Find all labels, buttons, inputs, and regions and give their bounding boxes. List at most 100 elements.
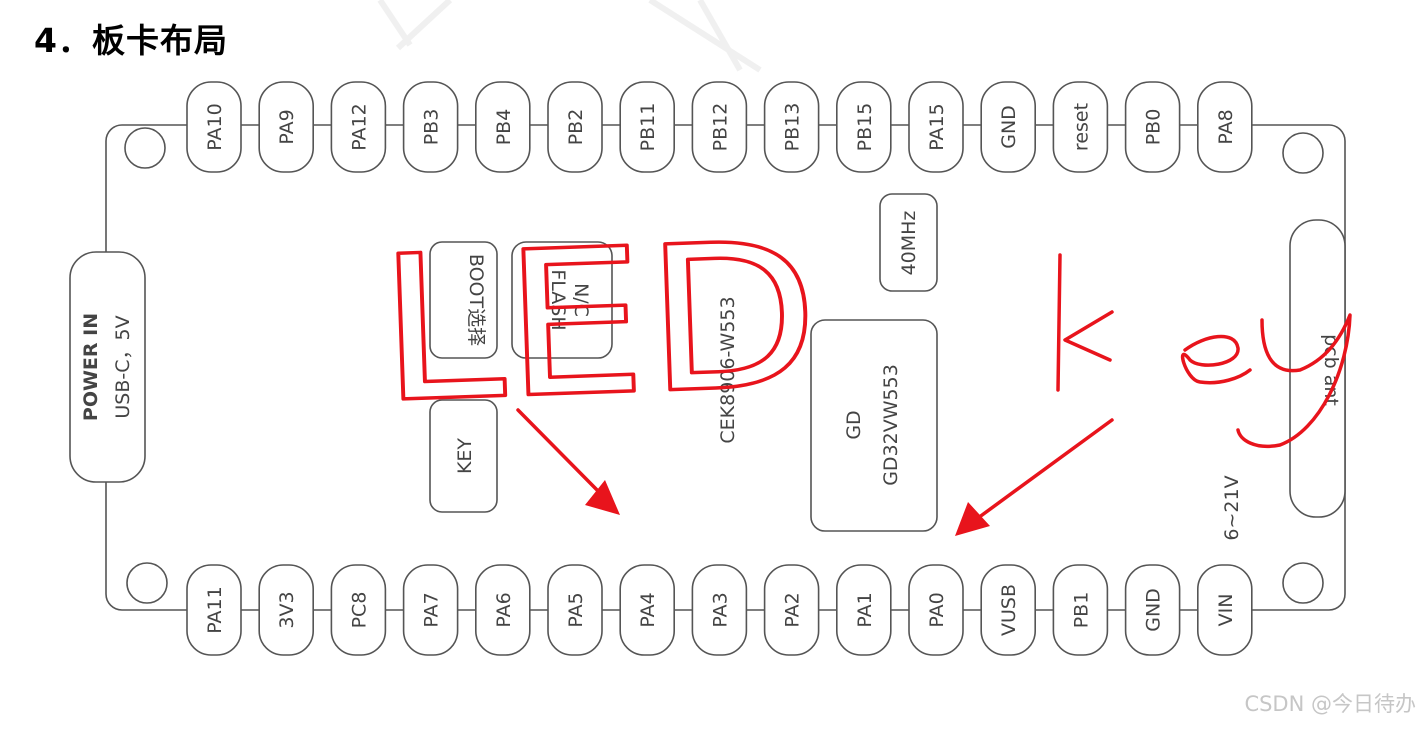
pin-label: PB0 (1143, 109, 1165, 146)
pin-gnd: GND (980, 81, 1037, 173)
pin-pad (547, 564, 603, 656)
pin-pa0: PA0 (908, 564, 964, 656)
pcb-antenna: pcb ant (1289, 219, 1346, 518)
pin-label: VIN (1215, 594, 1237, 627)
section-title: 4．板卡布局 (34, 21, 228, 60)
power-in-connector: POWER IN USB-C，5V (69, 251, 146, 483)
pin-pb11: PB11 (619, 81, 676, 173)
pin-pa1: PA1 (835, 564, 892, 656)
pin-label: PB13 (782, 103, 804, 152)
pin-label: PC8 (348, 592, 370, 629)
pin-pa2: PA2 (763, 564, 820, 656)
module-label: CEK8906-W553 (717, 296, 739, 443)
pin-label: PA3 (709, 592, 731, 627)
pin-pad (1124, 81, 1181, 173)
power-subtitle: USB-C，5V (112, 315, 134, 418)
pin-label: PA4 (637, 592, 659, 627)
pin-pad (763, 564, 820, 656)
pin-label: PA7 (421, 592, 443, 627)
pin-pad (186, 564, 242, 656)
pin-pb12: PB12 (691, 81, 748, 173)
pin-label: PA1 (854, 592, 876, 627)
pin-gnd: GND (1124, 564, 1181, 656)
pin-pb1: PB1 (1052, 564, 1109, 656)
pin-pad (258, 564, 315, 656)
key-label: KEY (454, 438, 476, 474)
pin-pa9: PA9 (258, 81, 315, 173)
pin-label: reset (1070, 103, 1092, 151)
pin-label: PB4 (493, 109, 515, 146)
power-title: POWER IN (80, 313, 102, 421)
pin-pad (1197, 564, 1253, 656)
pin-pad (619, 564, 676, 656)
mounting-hole (124, 127, 166, 169)
pin-vin: VIN (1197, 564, 1253, 656)
pin-pa15: PA15 (908, 81, 964, 173)
pin-pa5: PA5 (547, 564, 603, 656)
arrow-to-pa4 (516, 408, 620, 515)
key-button: KEY (429, 399, 498, 513)
pin-label: PA5 (565, 592, 587, 627)
pin-pa11: PA11 (186, 564, 242, 656)
pin-3v3: 3V3 (258, 564, 315, 656)
background-watermark (377, 0, 762, 73)
pin-pad (691, 81, 748, 173)
pin-pa12: PA12 (330, 81, 387, 173)
pin-pb15: PB15 (835, 81, 892, 173)
pin-pad (258, 81, 315, 173)
pin-label: PA10 (204, 103, 226, 150)
pin-pa3: PA3 (691, 564, 748, 656)
arrow-to-pa0 (955, 418, 1114, 536)
pin-pad (402, 81, 459, 173)
pin-label: PA8 (1215, 109, 1237, 144)
chip-model: GD32VW553 (880, 364, 902, 486)
pin-pad (1052, 81, 1109, 173)
flash-chip: FLASH N/C (511, 241, 613, 359)
pin-pad (908, 81, 964, 173)
pin-pb3: PB3 (402, 81, 459, 173)
pin-label: PB12 (709, 103, 731, 152)
pin-pb4: PB4 (474, 81, 531, 173)
pin-pa6: PA6 (474, 564, 531, 656)
pin-pad (763, 81, 820, 173)
pin-pad (474, 81, 531, 173)
crystal: 40MHz (879, 193, 938, 292)
mounting-hole (126, 562, 168, 604)
boot-label: BOOT选择 (465, 254, 487, 346)
pin-pad (1052, 564, 1109, 656)
pin-label: PA0 (926, 592, 948, 627)
pin-label: PB15 (854, 103, 876, 152)
pin-pad (547, 81, 603, 173)
pin-pad (186, 81, 242, 173)
pin-pb13: PB13 (763, 81, 820, 173)
pin-pad (835, 564, 892, 656)
pin-label: PA2 (782, 592, 804, 627)
pin-label: PA9 (276, 109, 298, 144)
pin-pb0: PB0 (1124, 81, 1181, 173)
flash-label: FLASH (547, 269, 569, 330)
pin-pad (980, 81, 1037, 173)
pin-label: GND (1143, 588, 1165, 632)
mounting-hole (1282, 562, 1324, 604)
pin-label: GND (998, 105, 1020, 149)
pin-label: PB11 (637, 103, 659, 152)
pin-label: PB3 (421, 109, 443, 146)
pin-pa7: PA7 (402, 564, 459, 656)
pin-pad (691, 564, 748, 656)
pin-label: PB2 (565, 109, 587, 146)
pin-label: PB1 (1070, 592, 1092, 629)
pin-pc8: PC8 (330, 564, 387, 656)
pin-vusb: VUSB (980, 564, 1037, 656)
pin-pad (402, 564, 459, 656)
handwritten-annotation-key (1056, 253, 1352, 448)
pin-pad (330, 564, 387, 656)
mounting-hole (1282, 132, 1324, 174)
pin-label: 3V3 (276, 591, 298, 628)
pin-label: PA11 (204, 586, 226, 633)
pin-pad (1197, 81, 1253, 173)
pin-pb2: PB2 (547, 81, 603, 173)
pin-pa4: PA4 (619, 564, 676, 656)
pin-pad (330, 81, 387, 173)
pin-label: PA12 (348, 103, 370, 150)
boot-switch: BOOT选择 (429, 241, 498, 359)
